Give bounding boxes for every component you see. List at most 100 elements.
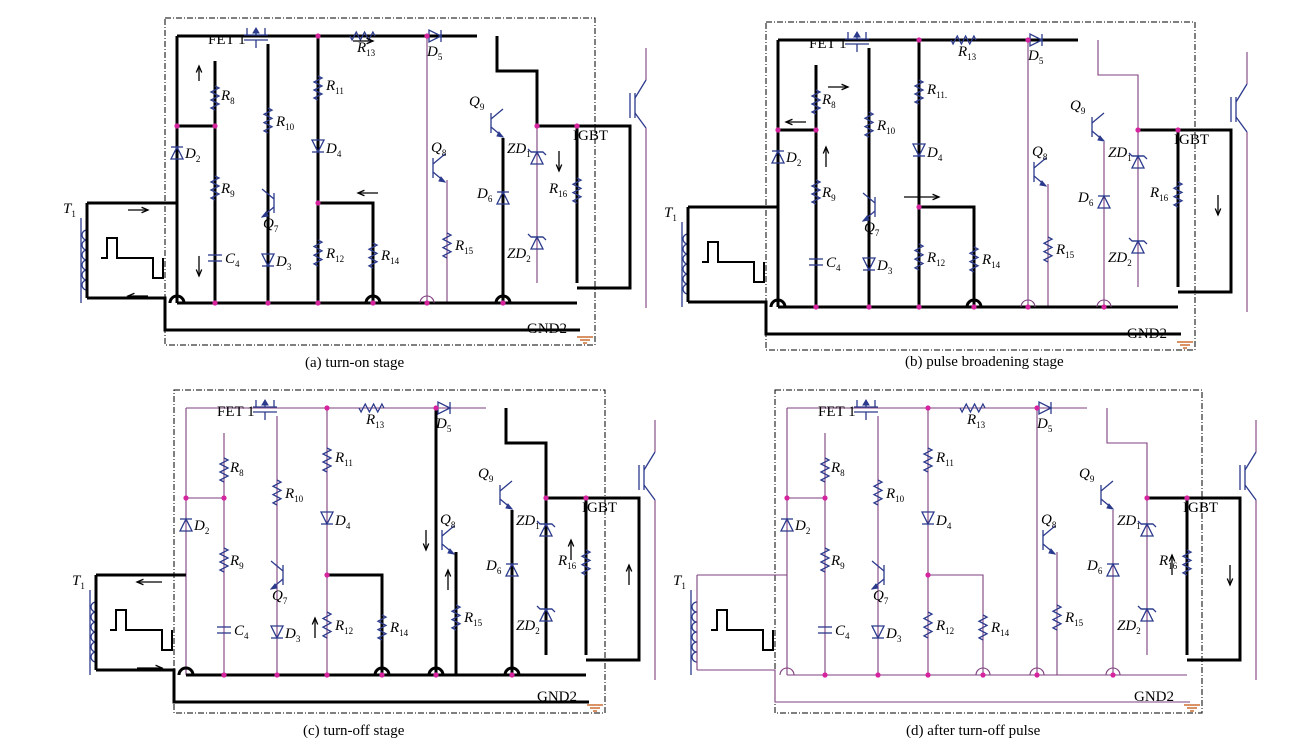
fet1-label-main: FET 1 <box>809 36 847 52</box>
r14-label-main: R <box>981 252 991 268</box>
r15 <box>1042 236 1054 263</box>
d6 <box>1096 194 1112 209</box>
c4-label-sub: 4 <box>836 263 841 273</box>
r15-label-sub: 15 <box>1074 618 1084 628</box>
r11-label: R11 <box>935 450 954 468</box>
wire-crossover <box>965 298 983 308</box>
q7-label-main: Q <box>873 588 884 604</box>
r15-label: R15 <box>454 238 474 256</box>
junction-dot <box>971 304 977 310</box>
q7-arrow <box>269 583 278 590</box>
d4-label-main: D <box>935 513 947 529</box>
r9 <box>819 547 831 573</box>
r16-label-sub: 16 <box>558 189 568 199</box>
r11 <box>312 75 324 101</box>
r8 <box>810 89 822 115</box>
junction-dot <box>916 304 922 310</box>
fet1-label: FET 1 <box>809 36 847 52</box>
d5-label-sub: 5 <box>1048 424 1053 434</box>
r14-label-main: R <box>389 620 399 636</box>
r9-label-main: R <box>821 185 831 201</box>
zd1-zbar <box>1128 152 1148 160</box>
zd2 <box>1139 607 1155 622</box>
r12-label: R12 <box>334 618 353 636</box>
q9-label: Q9 <box>1079 466 1095 484</box>
q9-drive <box>495 36 539 126</box>
junction-dot <box>925 405 931 411</box>
d6-label-main: D <box>476 186 488 202</box>
r9 <box>218 547 230 573</box>
q7-label: Q7 <box>263 216 279 234</box>
q7-collector <box>871 560 885 572</box>
d2-label-sub: 2 <box>797 158 802 168</box>
t1-label: T1 <box>673 573 686 591</box>
gnd2-label: GND2 <box>537 689 577 705</box>
zd1-label-sub: 1 <box>1136 521 1141 531</box>
r12-label-main: R <box>926 250 936 266</box>
q8-label: Q8 <box>440 512 456 530</box>
r13-label: R13 <box>356 40 376 58</box>
c4-label-sub: 4 <box>235 259 240 269</box>
d3-label: D3 <box>876 258 893 276</box>
igbt-emitter <box>634 112 647 129</box>
d4-label-main: D <box>325 141 337 157</box>
igbt-collector <box>643 451 656 471</box>
junction-dot <box>875 672 881 678</box>
junction-dot <box>775 127 781 133</box>
igbt-label: IGBT <box>582 500 617 516</box>
wire-crossover <box>168 294 186 304</box>
igbt-label-main: IGBT <box>582 500 617 516</box>
r16-label-sub: 16 <box>567 561 577 571</box>
q8-arrow <box>438 176 447 183</box>
junction-dot <box>1135 127 1141 133</box>
q8-arrow <box>1039 180 1048 187</box>
r10-label-main: R <box>275 114 285 130</box>
pulse-waveform <box>110 609 173 651</box>
d5-label: D5 <box>435 416 452 434</box>
q8-arrow <box>447 548 456 555</box>
gnd2-label-main: GND2 <box>527 321 567 337</box>
r16-label: R16 <box>1158 553 1178 571</box>
d2-label-sub: 2 <box>196 154 201 164</box>
current-arrow-head <box>126 292 135 300</box>
current-arrow-head <box>135 578 144 586</box>
junction-dot <box>980 672 986 678</box>
junction-dot <box>424 300 430 306</box>
current-arrow-head <box>555 164 563 173</box>
panel-frame <box>774 389 1203 714</box>
r13 <box>959 402 986 414</box>
zd2-label: ZD2 <box>1117 618 1141 636</box>
zd2-label-sub: 2 <box>526 254 531 264</box>
q9-label: Q9 <box>1070 98 1086 116</box>
r14-label-main: R <box>990 620 1000 636</box>
r16-label-main: R <box>548 181 558 197</box>
d5-label-sub: 5 <box>447 424 452 434</box>
r8 <box>209 85 221 111</box>
d3 <box>870 625 886 640</box>
r8-label-main: R <box>220 88 230 104</box>
d6-label: D6 <box>1077 190 1094 208</box>
junction-dot <box>324 672 330 678</box>
r12-label-main: R <box>935 618 945 634</box>
panel-caption: (b) pulse broadening stage <box>905 354 1064 370</box>
r15-label-main: R <box>463 610 473 626</box>
r16-label-main: R <box>1149 185 1159 201</box>
current-arrow-head <box>932 193 941 201</box>
junction-dot <box>509 672 515 678</box>
junction-dot <box>500 300 506 306</box>
d3 <box>260 253 276 268</box>
igbt-label-main: IGBT <box>1183 500 1218 516</box>
t1-bottom-lead <box>688 300 793 336</box>
q7-arrow <box>870 583 879 590</box>
fet1-arrow <box>862 399 870 406</box>
zd1-zbar <box>527 148 547 156</box>
igbt-collector <box>1244 451 1257 471</box>
r12-label-sub: 12 <box>945 626 954 636</box>
r11-label-main: R <box>926 82 936 98</box>
zd2-zbar <box>536 605 556 613</box>
r12-label: R12 <box>926 250 945 268</box>
zd1 <box>1139 522 1155 537</box>
fet1-label-main: FET 1 <box>217 404 255 420</box>
